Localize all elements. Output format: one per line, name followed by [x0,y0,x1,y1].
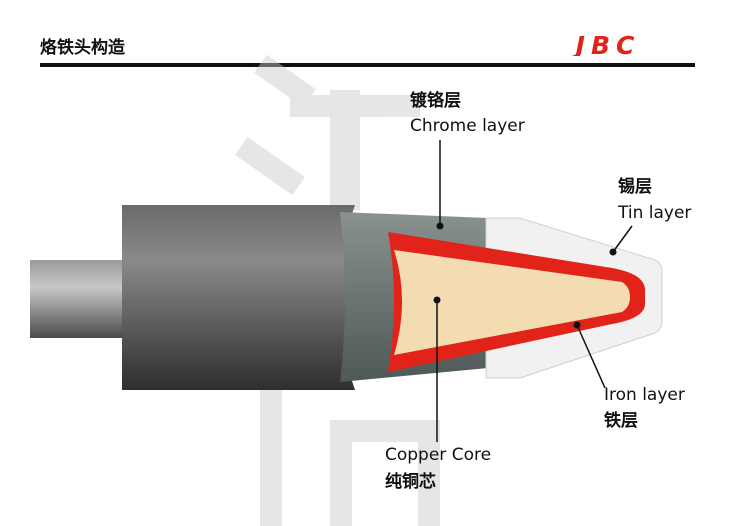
label-iron-en: Iron layer [604,385,685,405]
label-copper-cn: 纯铜芯 [385,471,436,492]
label-tin-en: Tin layer [617,203,691,223]
watermark [235,54,440,526]
inner-shaft [30,260,130,338]
copper-core-shape [394,250,630,355]
header-divider [40,63,695,67]
jbc-logo: JBC [571,34,641,56]
label-iron-cn: 铁层 [604,410,638,431]
label-chrome-en: Chrome layer [410,116,525,136]
label-chrome-cn: 镀铬层 [410,90,461,111]
leader-dots [433,222,617,329]
label-tin-cn: 锡层 [618,176,652,197]
page-title: 烙铁头构造 [40,38,125,58]
outer-sleeve [122,205,355,390]
label-copper-en: Copper Core [385,445,491,465]
logo-text: JBC [571,34,641,56]
leader-lines [436,140,633,442]
